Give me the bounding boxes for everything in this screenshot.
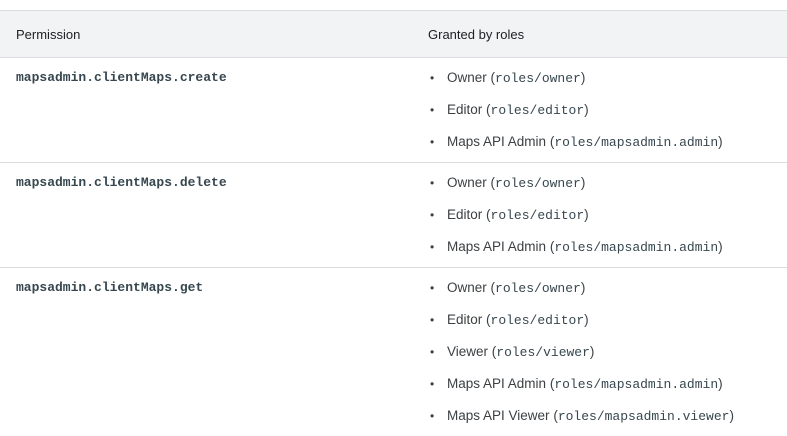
bullet-icon: • xyxy=(430,377,435,391)
role-name: Maps API Viewer xyxy=(447,408,550,423)
header-permission: Permission xyxy=(16,26,81,42)
bullet-icon: • xyxy=(430,71,435,85)
role-item: •Owner (roles/owner) xyxy=(428,62,787,94)
bullet-icon: • xyxy=(430,281,435,295)
role-name: Viewer xyxy=(447,344,489,359)
roles-cell: •Owner (roles/owner) •Editor (roles/edit… xyxy=(428,268,787,436)
table-row: mapsadmin.clientMaps.delete •Owner (role… xyxy=(0,163,787,268)
roles-cell: •Owner (roles/owner) •Editor (roles/edit… xyxy=(428,163,787,267)
header-granted-by-roles: Granted by roles xyxy=(428,26,525,42)
permission-name: mapsadmin.clientMaps.delete xyxy=(16,175,227,190)
role-name: Maps API Admin xyxy=(447,376,547,391)
role-code: roles/owner xyxy=(495,71,581,86)
role-item: •Maps API Viewer (roles/mapsadmin.viewer… xyxy=(428,400,787,432)
role-name: Owner xyxy=(447,175,487,190)
role-code: roles/owner xyxy=(495,281,581,296)
table-row: mapsadmin.clientMaps.create •Owner (role… xyxy=(0,58,787,163)
permission-name: mapsadmin.clientMaps.get xyxy=(16,280,204,295)
role-item: •Editor (roles/editor) xyxy=(428,199,787,231)
role-code: roles/mapsadmin.admin xyxy=(554,377,719,392)
role-item: •Maps API Admin (roles/mapsadmin.admin) xyxy=(428,231,787,263)
bullet-icon: • xyxy=(430,135,435,149)
role-item: •Maps API Admin (roles/mapsadmin.admin) xyxy=(428,368,787,400)
role-name: Editor xyxy=(447,207,483,222)
role-name: Maps API Admin xyxy=(447,239,547,254)
role-code: roles/mapsadmin.admin xyxy=(554,240,719,255)
role-item: •Maps API Admin (roles/mapsadmin.admin) xyxy=(428,126,787,158)
role-name: Editor xyxy=(447,102,483,117)
bullet-icon: • xyxy=(430,103,435,117)
bullet-icon: • xyxy=(430,313,435,327)
roles-list: •Owner (roles/owner) •Editor (roles/edit… xyxy=(428,268,787,436)
permissions-table: Permission Granted by roles mapsadmin.cl… xyxy=(0,10,787,436)
role-code: roles/editor xyxy=(490,208,585,223)
role-name: Owner xyxy=(447,280,487,295)
bullet-icon: • xyxy=(430,409,435,423)
table-header: Permission Granted by roles xyxy=(0,10,787,58)
role-code: roles/owner xyxy=(495,176,581,191)
role-code: roles/mapsadmin.admin xyxy=(554,135,719,150)
bullet-icon: • xyxy=(430,240,435,254)
role-code: roles/editor xyxy=(490,103,585,118)
role-item: •Viewer (roles/viewer) xyxy=(428,336,787,368)
roles-list: •Owner (roles/owner) •Editor (roles/edit… xyxy=(428,163,787,267)
role-code: roles/editor xyxy=(490,313,585,328)
bullet-icon: • xyxy=(430,345,435,359)
roles-cell: •Owner (roles/owner) •Editor (roles/edit… xyxy=(428,58,787,162)
permission-name: mapsadmin.clientMaps.create xyxy=(16,70,227,85)
table-row: mapsadmin.clientMaps.get •Owner (roles/o… xyxy=(0,268,787,436)
bullet-icon: • xyxy=(430,208,435,222)
role-item: •Editor (roles/editor) xyxy=(428,94,787,126)
roles-list: •Owner (roles/owner) •Editor (roles/edit… xyxy=(428,58,787,162)
role-item: •Owner (roles/owner) xyxy=(428,167,787,199)
role-item: •Owner (roles/owner) xyxy=(428,272,787,304)
role-name: Maps API Admin xyxy=(447,134,547,149)
role-code: roles/viewer xyxy=(496,345,590,360)
role-item: •Editor (roles/editor) xyxy=(428,304,787,336)
role-name: Owner xyxy=(447,70,487,85)
bullet-icon: • xyxy=(430,176,435,190)
role-name: Editor xyxy=(447,312,483,327)
